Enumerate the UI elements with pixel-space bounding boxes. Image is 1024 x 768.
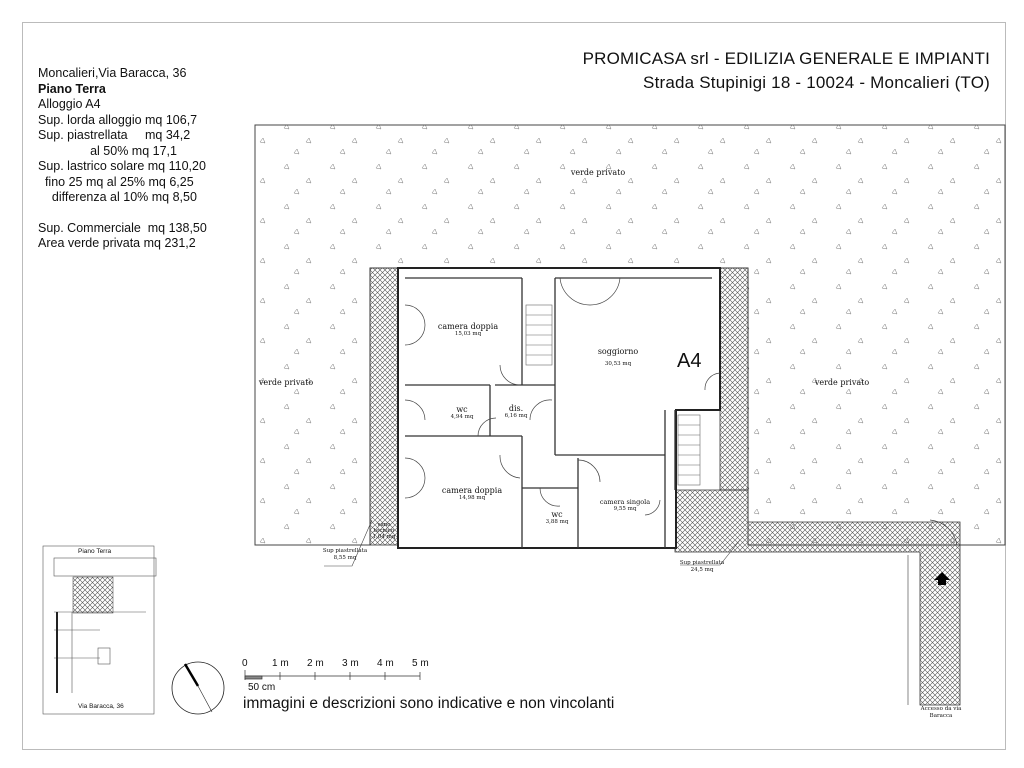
info-line: Area verde privata mq 231,2 [38,236,196,250]
unit-label: Alloggio A4 [38,97,101,111]
room-disimpegno: dis.6,16 mq [504,404,528,419]
doors [404,277,958,546]
garden-label-top: verde privato [570,168,626,177]
info-line: Sup. Commerciale mq 138,50 [38,220,207,235]
scale-tick: 2 m [307,658,324,669]
info-line: al 50% mq 17,1 [38,143,177,158]
stairs [525,304,701,486]
scale-tick: 0 [242,658,248,669]
paving-left [369,267,399,546]
access-arrow-icon [934,572,950,585]
scale-tick: 3 m [342,658,359,669]
garden-label-left: verde privato [258,378,314,387]
keyplan-title: Piano Terra [78,548,112,555]
garden-label-right: verde privato [814,378,870,387]
info-line: Sup. lastrico solare mq 110,20 [38,159,206,173]
paving-right [719,267,749,491]
scale-bar [244,670,421,680]
paving-bottom [674,489,961,706]
unit-marker: A4 [677,350,702,372]
floor-label: Piano Terra [38,81,106,96]
scale-tick: 1 m [272,658,289,669]
scale-sub-label: 50 cm [248,682,276,693]
disclaimer: immagini e descrizioni sono indicative e… [243,695,615,712]
key-plan [42,545,157,715]
info-line: Sup. piastrellata mq 34,2 [38,128,191,142]
scale-tick: 4 m [377,658,394,669]
keyplan-street: Via Baracca, 36 [78,703,124,710]
north-arrow-icon [171,661,225,715]
info-line: differenza al 10% mq 8,50 [38,190,197,204]
company-title: PROMICASA srl - EDILIZIA GENERALE E IMPI… [582,49,990,68]
company-address: Strada Stupinigi 18 - 10024 - Moncalieri… [643,73,990,92]
location: Moncalieri,Via Baracca, 36 [38,66,187,80]
internal-walls [405,277,712,548]
info-line: Sup. lorda alloggio mq 106,7 [38,112,198,127]
scale-tick: 5 m [412,658,429,669]
info-line: fino 25 mq al 25% mq 6,25 [38,174,194,189]
property-info: Moncalieri,Via Baracca, 36 Piano Terra A… [38,66,207,252]
building-walls [397,267,721,549]
